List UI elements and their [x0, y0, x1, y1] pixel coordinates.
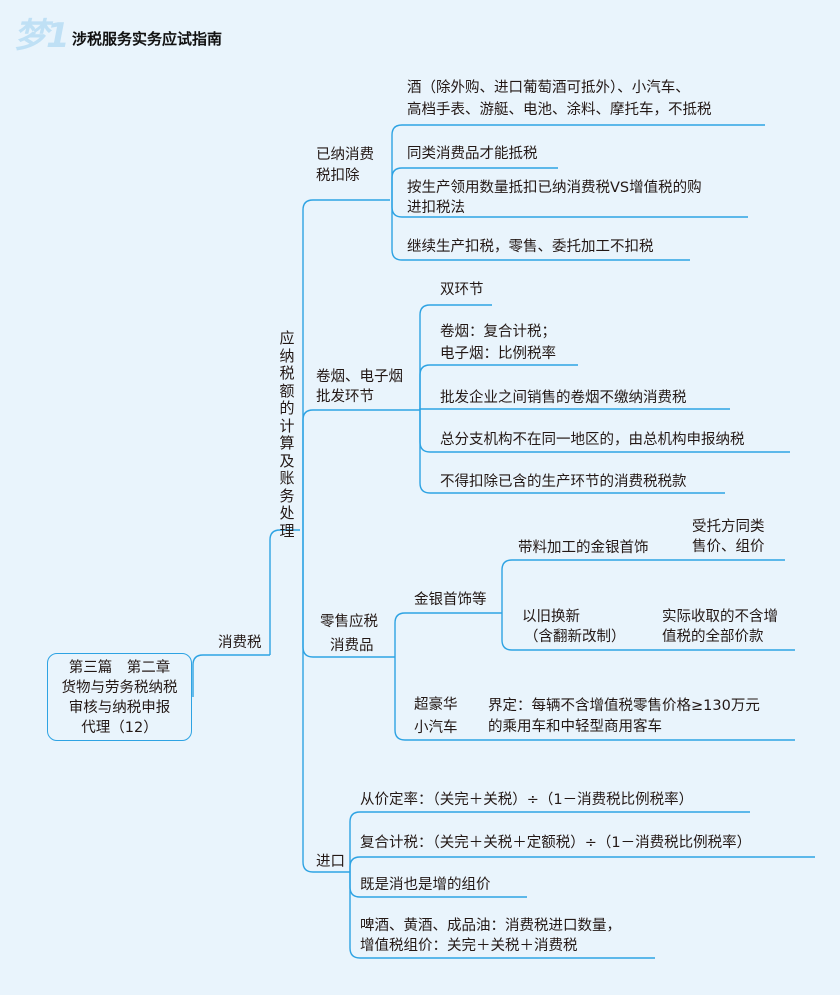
- node-jewelry: 金银首饰等: [414, 592, 487, 608]
- leaf-text: 售价、组价: [692, 539, 765, 555]
- leaf-text: 卷烟：复合计税；: [440, 324, 556, 340]
- leaf-text: （含翻新改制）: [524, 629, 626, 645]
- leaf-text: 酒（除外购、进口葡萄酒可抵外）、小汽车、: [407, 80, 690, 96]
- connector-line: [394, 612, 502, 657]
- node-tax-calculation: 应纳税额的计算及账务处理: [279, 329, 295, 540]
- connector-line: [419, 408, 730, 410]
- root-line: 审核与纳税申报: [68, 700, 171, 716]
- node-retail-label: 零售应税: [320, 614, 378, 630]
- leaf-text: 值税的全部价款: [662, 629, 764, 645]
- connector-line: [501, 613, 795, 651]
- connector-line: [419, 304, 492, 410]
- connector-line: [302, 409, 420, 530]
- connector-line: [501, 559, 785, 613]
- leaf-text: 从价定率：（关完＋关税）÷（1－消费税比例税率）: [360, 792, 694, 808]
- node-deduct-label: 税扣除: [316, 168, 360, 184]
- leaf-text: 继续生产扣税，零售、委托加工不扣税: [407, 239, 654, 255]
- connector-line: [419, 364, 578, 410]
- leaf-text: 实际收取的不含增: [662, 609, 778, 625]
- connector-line: [349, 856, 815, 872]
- node-luxury-car: 小汽车: [414, 720, 458, 736]
- leaf-text: 以旧换新: [522, 609, 580, 625]
- connector-line: [391, 124, 765, 200]
- leaf-text: 总分支机构不在同一地区的，由总机构申报纳税: [440, 432, 745, 448]
- root-line: 货物与劳务税纳税: [61, 680, 178, 696]
- leaf-text: 受托方同类: [692, 519, 765, 535]
- logo: 梦1: [14, 16, 70, 56]
- connector-line: [419, 410, 725, 494]
- leaf-text: 同类消费品才能抵税: [407, 146, 538, 162]
- node-retail-label: 消费品: [330, 638, 374, 654]
- leaf-text: 进扣税法: [407, 200, 465, 216]
- connector-line: [269, 529, 300, 655]
- connector-line: [349, 811, 750, 872]
- leaf-text: 复合计税：（关完＋关税＋定额税）÷（1－消费税比例税率）: [360, 835, 752, 851]
- connector-line: [192, 654, 270, 697]
- page-title: 涉税服务实务应试指南: [72, 30, 223, 48]
- node-luxury-car: 超豪华: [414, 697, 458, 713]
- node-wholesale-label: 批发环节: [316, 389, 374, 405]
- connector-line: [391, 200, 690, 261]
- leaf-text: 既是消也是增的组价: [360, 877, 491, 893]
- leaf-text: 带料加工的金银首饰: [518, 540, 649, 556]
- leaf-text: 的乘用车和中轻型商用客车: [488, 719, 662, 735]
- connector-line: [394, 657, 795, 741]
- connector-line: [391, 167, 558, 200]
- node-wholesale-label: 卷烟、电子烟: [316, 369, 403, 385]
- leaf-text: 电子烟：比例税率: [440, 346, 556, 362]
- leaf-text: 不得扣除已含的生产环节的消费税税款: [440, 474, 687, 490]
- root-node: 第三篇 第二章 货物与劳务税纳税 审核与纳税申报 代理（12）: [47, 653, 192, 741]
- root-line: 第三篇 第二章: [68, 660, 171, 676]
- node-consumption-tax: 消费税: [218, 635, 262, 651]
- leaf-text: 按生产领用数量抵扣已纳消费税VS增值税的购: [407, 180, 702, 196]
- leaf-text: 啤酒、黄酒、成品油：消费税进口数量，: [360, 918, 621, 934]
- node-import: 进口: [316, 854, 345, 870]
- connector-line: [302, 199, 390, 530]
- connector-line: [349, 872, 655, 959]
- leaf-text: 高档手表、游艇、电池、涂料、摩托车，不抵税: [407, 102, 712, 118]
- leaf-text: 增值税组价：关完＋关税＋消费税: [360, 938, 578, 954]
- connector-line: [302, 530, 350, 873]
- root-line: 代理（12）: [81, 720, 158, 736]
- leaf-text: 批发企业之间销售的卷烟不缴纳消费税: [440, 390, 687, 406]
- leaf-text: 双环节: [440, 282, 484, 298]
- leaf-text: 界定：每辆不含增值税零售价格≥130万元: [488, 698, 760, 714]
- node-deduct-label: 已纳消费: [316, 147, 374, 163]
